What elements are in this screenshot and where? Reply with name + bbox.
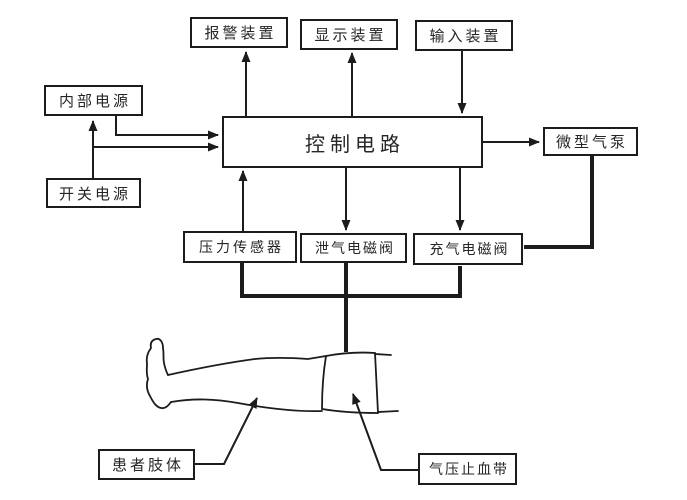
shin-top-line (167, 355, 327, 376)
node-alarm-device-label: 报警装置 (204, 24, 277, 42)
arrow-internalpower-to-control (115, 116, 219, 140)
node-patient-limb: 患者肢体 (98, 449, 195, 480)
calf-bottom-line (170, 398, 323, 413)
leader-lines (195, 393, 418, 471)
node-input-device: 输入装置 (415, 20, 513, 51)
node-patient-limb-label: 患者肢体 (111, 456, 184, 474)
foot-outline (145, 337, 172, 410)
signal-arrows (88, 51, 540, 231)
leader-patientlimb-to-leg (195, 397, 258, 465)
node-control-circuit-label: 控制电路 (305, 131, 405, 156)
pneumatic-lines (240, 155, 594, 352)
node-deflate-solenoid-valve-label: 泄气电磁阀 (315, 241, 395, 257)
node-internal-power: 内部电源 (44, 85, 143, 116)
node-switching-power: 开关电源 (46, 178, 141, 208)
leg-drawing (145, 337, 399, 414)
cuff-right-edge (374, 352, 379, 414)
node-inflate-solenoid-valve-label: 充气电磁阀 (429, 242, 510, 258)
node-switching-power-label: 开关电源 (58, 184, 131, 203)
node-display-device: 显示装置 (300, 19, 398, 50)
node-internal-power-label: 内部电源 (58, 92, 131, 110)
node-input-device-label: 输入装置 (429, 27, 502, 45)
node-pneumatic-tourniquet-label: 气压止血带 (429, 462, 509, 478)
node-inflate-solenoid-valve: 充气电磁阀 (413, 233, 523, 265)
node-pneumatic-tourniquet: 气压止血带 (418, 453, 517, 485)
tube-sensor-valves-manifold (240, 263, 462, 298)
node-deflate-solenoid-valve: 泄气电磁阀 (300, 233, 407, 263)
node-display-device-label: 显示装置 (314, 26, 387, 44)
thigh-top-stub (374, 353, 392, 356)
cuff-left-edge (321, 355, 327, 410)
node-micro-air-pump-label: 微型气泵 (555, 133, 628, 151)
node-pressure-sensor-label: 压力传感器 (199, 240, 284, 256)
node-pressure-sensor: 压力传感器 (183, 231, 297, 263)
node-control-circuit: 控制电路 (222, 116, 483, 168)
node-micro-air-pump: 微型气泵 (543, 127, 638, 156)
leader-tourniquet-to-cuff (352, 393, 418, 471)
node-alarm-device: 报警装置 (190, 17, 288, 48)
thigh-bottom-stub (377, 410, 399, 413)
tube-pump-to-inflatevalve (524, 155, 594, 249)
cuff-top-edge (325, 351, 376, 357)
cuff-bottom-edge (321, 408, 379, 414)
